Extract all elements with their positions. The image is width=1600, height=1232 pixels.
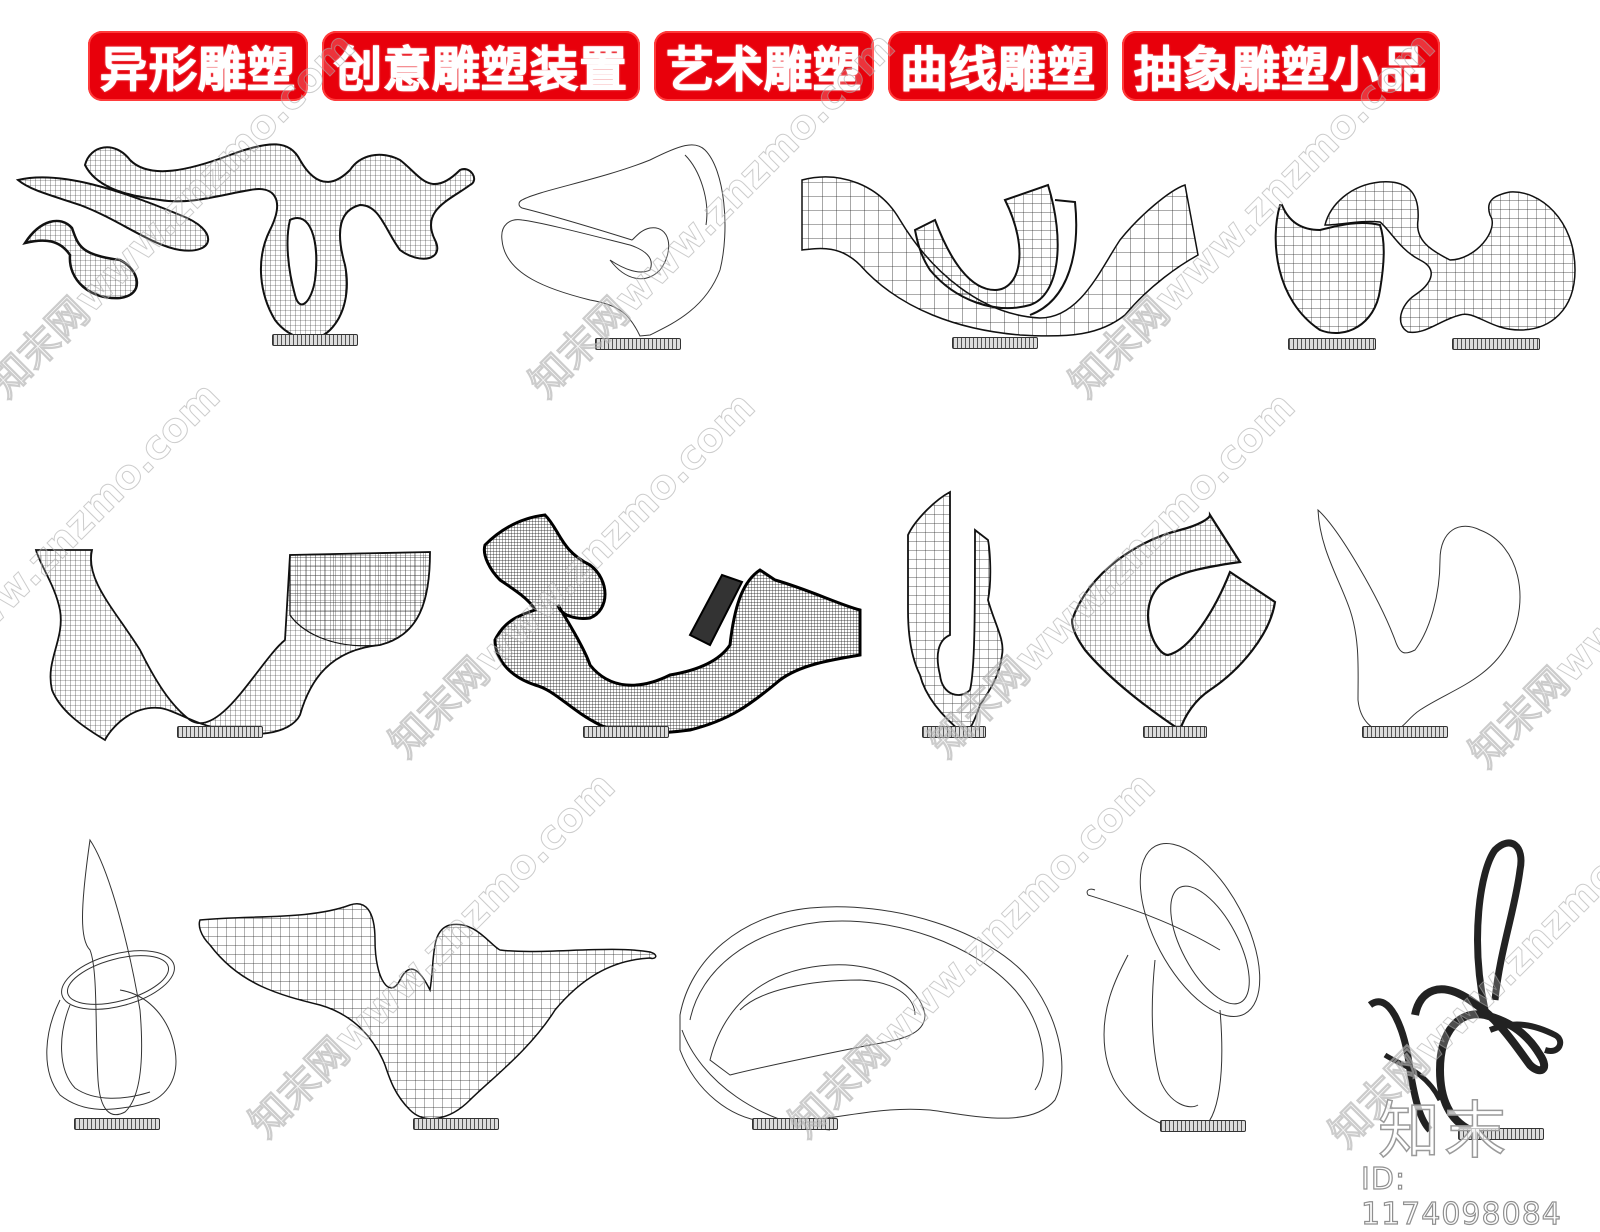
pedestal — [1160, 1120, 1246, 1132]
title-segment-1: 异形雕塑 — [88, 31, 309, 101]
open-loop-drawing — [1070, 511, 1277, 732]
title-segment-2: 创意雕塑装置 — [322, 31, 641, 101]
pedestal — [752, 1118, 838, 1130]
asset-id-label: ID: 1174098084 — [1360, 1161, 1562, 1232]
title-segment-3: 艺术雕塑 — [654, 31, 875, 101]
title-banner: 异形雕塑 创意雕塑装置 艺术雕塑 曲线雕塑 抽象雕塑小品 — [88, 30, 1441, 102]
brand-watermark: 知末 — [1377, 1093, 1511, 1168]
curved-band-sculpture — [780, 140, 1200, 370]
pedestal — [1362, 726, 1448, 738]
loop-outline-sculpture — [480, 110, 880, 390]
flame-rings-drawing — [46, 838, 177, 1116]
ring-bowl-drawing — [679, 906, 1063, 1131]
ribbon-wave-drawing — [15, 143, 476, 340]
flame-rings-sculpture — [30, 830, 210, 1140]
twin-blob-drawing — [1274, 181, 1576, 335]
ring-leaf-drawing — [1086, 843, 1261, 1131]
title-segment-4: 曲线雕塑 — [888, 31, 1109, 101]
open-loop-sculpture — [1040, 460, 1320, 760]
pedestal — [1458, 1128, 1544, 1140]
curved-band-drawing — [801, 176, 1199, 337]
v-outline-sculpture — [1300, 480, 1600, 760]
split-u-drawing — [907, 490, 1004, 737]
split-u-sculpture — [880, 460, 1130, 760]
organic-mesh-drawing — [482, 513, 862, 735]
pedestal — [413, 1118, 499, 1130]
pedestal — [177, 726, 263, 738]
wave-surface-drawing — [198, 903, 657, 1120]
twisted-ribbon-drawing — [34, 549, 431, 742]
ring-bowl-sculpture — [670, 900, 1070, 1140]
twisted-ribbon-sculpture — [0, 440, 460, 760]
pedestal — [1288, 338, 1376, 350]
pedestal — [583, 726, 669, 738]
coil-ribbon-sculpture — [1330, 830, 1600, 1140]
pedestal — [1452, 338, 1540, 350]
wave-surface-sculpture — [190, 900, 670, 1140]
coil-ribbon-drawing — [1367, 839, 1564, 1134]
pedestal — [74, 1118, 160, 1130]
pedestal — [1143, 726, 1207, 738]
v-outline-drawing — [1317, 508, 1521, 733]
pedestal — [595, 338, 681, 350]
organic-mesh-sculpture — [460, 440, 880, 760]
pedestal — [922, 726, 986, 738]
pedestal — [272, 334, 358, 346]
ribbon-wave-sculpture — [0, 120, 500, 360]
ring-leaf-sculpture — [1080, 843, 1300, 1140]
loop-outline-drawing — [501, 144, 726, 337]
pedestal — [952, 337, 1038, 349]
twin-blob-sculpture — [1230, 110, 1600, 390]
title-segment-5: 抽象雕塑小品 — [1122, 31, 1441, 101]
